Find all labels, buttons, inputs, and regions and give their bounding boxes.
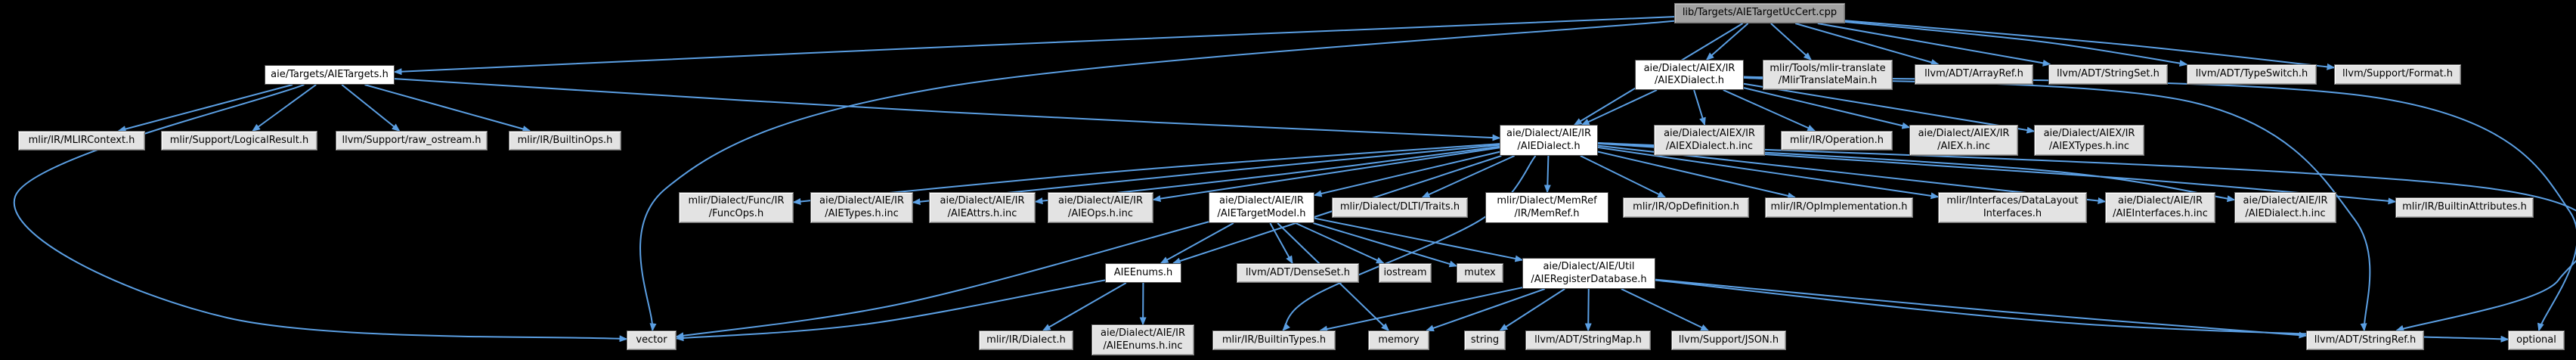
graph-node-builtinattr: mlir/IR/BuiltinAttributes.h [2395,197,2534,218]
graph-node-datalayout: mlir/Interfaces/DataLayout Interfaces.h [1938,192,2087,223]
edge-targets_h-to-aiedialect [394,78,1501,141]
edge-targets_h-to-rawostream [341,84,401,132]
graph-node-iostream: iostream [1379,263,1432,283]
graph-node-regdb[interactable]: aie/Dialect/AIE/Util /AIERegisterDatabas… [1522,258,1655,289]
edge-cpp-to-aiexdialect [1705,23,1749,61]
graph-node-typeswitch: llvm/ADT/TypeSwitch.h [2187,64,2317,85]
edge-aiedialect-to-dlti [1421,155,1516,198]
graph-node-targets_h[interactable]: aie/Targets/AIETargets.h [265,65,395,85]
edge-aiedialect-to-opdef [1580,155,1667,198]
graph-node-aieops_inc: aie/Dialect/AIE/IR /AIEOps.h.inc [1048,192,1153,223]
edge-aiedialect-to-stringref [1597,141,2576,332]
graph-node-aietypes_inc: aie/Dialect/AIE/IR /AIETypes.h.inc [810,192,913,223]
graph-node-vector: vector [627,331,677,350]
graph-node-json: llvm/Support/JSON.h [1671,331,1786,350]
graph-node-opdef: mlir/IR/OpDefinition.h [1623,197,1749,218]
graph-node-builtintypes: mlir/IR/BuiltinTypes.h [1212,331,1336,350]
edge-targetmodel-to-vector [675,221,1209,340]
edge-cpp-to-targets_h [393,16,1675,76]
edge-aiedialect-to-builtintypes [1282,155,1537,332]
graph-node-aiextypes_inc: aie/Dialect/AIEX/IR /AIEXTypes.h.inc [2034,125,2144,156]
edge-aiedialect-to-aieops_inc [1152,147,1500,203]
edge-regdb-to-memory [1426,288,1546,332]
edge-aieenums-to-vector [675,279,1106,342]
graph-node-aiex_inc: aie/Dialect/AIEX/IR /AIEX.h.inc [1909,125,2018,156]
edge-targets_h-to-vector [13,84,628,343]
graph-node-stringmap: llvm/ADT/StringMap.h [1525,331,1651,350]
graph-node-targetmodel[interactable]: aie/Dialect/AIE/IR /AIETargetModel.h [1209,192,1314,223]
edge-aiexdialect-to-aiex_inc [1743,87,1911,129]
edge-regdb-to-json [1621,288,1710,331]
graph-node-optional: optional [2508,331,2565,350]
edge-cpp-to-typeswitch [1844,20,2188,67]
graph-node-cpp: lib/Targets/AIETargetUcCert.cpp [1674,3,1845,23]
edge-targets_h-to-builtinops [364,84,531,132]
edge-regdb-to-builtintypes [1319,287,1523,333]
graph-node-builtinops: mlir/IR/BuiltinOps.h [509,131,621,151]
graph-node-opimpl: mlir/IR/OpImplementation.h [1765,197,1913,218]
edge-targetmodel-to-regdb [1314,217,1524,262]
edge-regdb-to-stringref [1655,278,2308,339]
graph-node-operation: mlir/IR/Operation.h [1781,131,1893,151]
graph-node-denseset: llvm/ADT/DenseSet.h [1237,263,1359,283]
edge-targetmodel-to-iostream [1295,222,1385,264]
graph-node-translate: mlir/Tools/mlir-translate /MlirTranslate… [1763,60,1893,90]
edge-aiedialect-to-datalayout [1597,146,1940,200]
graph-node-aieattrs_inc: aie/Dialect/AIE/IR /AIEAttrs.h.inc [929,192,1036,223]
graph-node-arrayref: llvm/ADT/ArrayRef.h [1915,64,2033,85]
edge-aiexdialect-to-aiexdialect_inc [1693,89,1706,126]
edge-aiexdialect-to-aiedialect [1581,89,1658,126]
graph-node-aieenums[interactable]: AIEEnums.h [1105,263,1181,283]
graph-node-stringset: llvm/ADT/StringSet.h [2048,64,2168,85]
graph-node-dlti: mlir/Dialect/DLTI/Traits.h [1332,197,1468,218]
edge-aiedialect-to-memref [1543,155,1551,194]
graph-node-mutex: mutex [1457,263,1503,283]
graph-node-string: string [1464,331,1506,350]
edge-cpp-to-stringset [1817,23,2051,67]
edge-aiedialect-to-opimpl [1597,151,1797,200]
graph-node-aiedialect_inc: aie/Dialect/AIE/IR /AIEDialect.h.inc [2234,192,2336,223]
graph-node-format: llvm/Support/Format.h [2334,64,2461,85]
edge-cpp-to-arrayref [1794,23,1940,66]
graph-node-funcops: mlir/Dialect/Func/IR /FuncOps.h [679,192,794,223]
edge-targets_h-to-logicalresult [252,84,317,132]
edge-regdb-to-stringmap [1584,288,1592,332]
edge-cpp-to-vector [639,20,1675,332]
graph-node-mlircontext: mlir/IR/MLIRContext.h [18,131,145,151]
edge-regdb-to-string [1499,288,1565,331]
edge-aiexdialect-to-operation [1723,89,1816,132]
edge-targetmodel-to-mutex [1313,222,1458,268]
edge-cpp-to-format [1844,20,2336,70]
graph-node-dialect_h: mlir/IR/Dialect.h [979,331,1073,350]
graph-node-aiexdialect[interactable]: aie/Dialect/AIEX/IR /AIEXDialect.h [1635,60,1744,90]
graph-node-memref[interactable]: mlir/Dialect/MemRef /IR/MemRef.h [1485,192,1608,223]
graph-node-aiedialect[interactable]: aie/Dialect/AIE/IR /AIEDialect.h [1500,125,1598,156]
graph-node-logicalresult: mlir/Support/LogicalResult.h [161,131,317,151]
edge-targetmodel-to-aieenums [1160,222,1234,264]
graph-node-memory: memory [1368,331,1429,350]
graph-node-rawostream: llvm/Support/raw_ostream.h [336,131,488,151]
graph-node-aieenums_inc: aie/Dialect/AIE/IR /AIEEnums.h.inc [1091,324,1194,355]
graph-node-stringref: llvm/ADT/StringRef.h [2306,331,2424,350]
graph-node-aiexdialect_inc: aie/Dialect/AIEX/IR /AIEXDialect.h.inc [1654,125,1765,156]
edge-aieenums-to-dialect_h [1042,282,1127,331]
graph-node-aieinterfaces_inc: aie/Dialect/AIE/IR /AIEInterfaces.h.inc [2105,192,2215,223]
edge-targetmodel-to-denseset [1269,222,1293,265]
edge-cpp-to-translate [1770,23,1813,61]
edge-targets_h-to-mlircontext [117,84,293,132]
edge-aiedialect-to-targetmodel [1313,151,1500,197]
